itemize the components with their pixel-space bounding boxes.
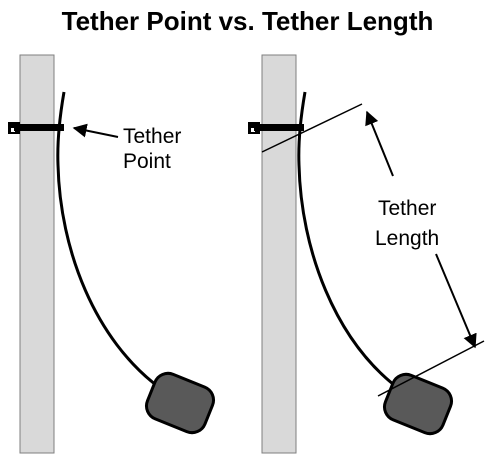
right-clamp-bar: [254, 124, 304, 131]
tether-point-label-line1: Tether: [123, 125, 181, 148]
tether-length-extension-top: [261, 103, 363, 153]
tether-length-arrow-down: [435, 253, 477, 349]
right-cord: [297, 91, 399, 390]
diagram-title: Tether Point vs. Tether Length: [61, 6, 434, 36]
left-cord: [56, 91, 161, 390]
left-clamp-notch: [11, 128, 15, 132]
right-panel: Tether Length: [248, 54, 485, 454]
tether-length-arrow-up: [365, 110, 394, 177]
tether-length-label-line1: Tether: [378, 197, 436, 220]
left-float: [144, 371, 216, 435]
tether-length-extension-bottom: [377, 340, 485, 397]
tether-point-arrow: [72, 123, 119, 138]
right-clamp-notch: [251, 128, 255, 132]
left-clamp-bar: [14, 124, 64, 131]
right-pole: [261, 54, 297, 454]
left-panel: Tether Point: [8, 54, 216, 454]
left-pole: [19, 54, 55, 454]
tether-point-label-line2: Point: [123, 150, 171, 173]
tether-length-label-line2: Length: [375, 227, 439, 250]
right-float: [382, 372, 454, 436]
